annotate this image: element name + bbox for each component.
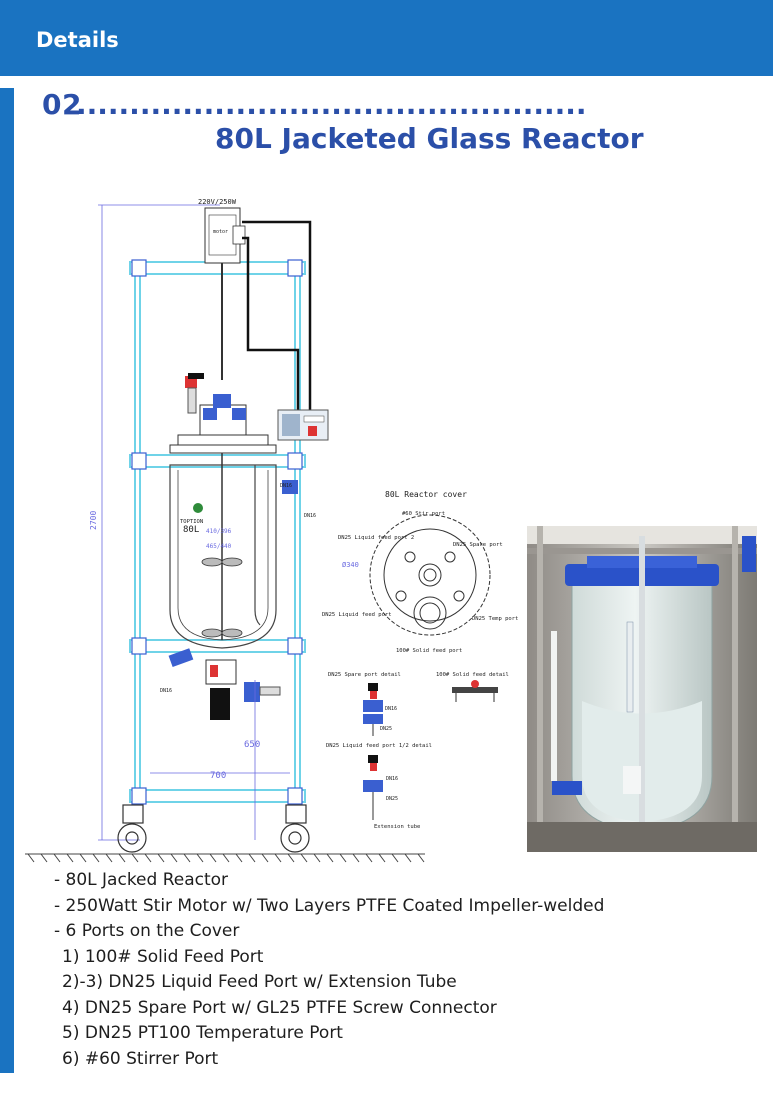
spec-item: 1) 100# Solid Feed Port (62, 946, 264, 967)
reactor-cover (169, 373, 277, 454)
hatch-mark (404, 853, 412, 863)
liquid-detail-dn16: DN16 (386, 776, 398, 782)
support-frame (129, 261, 306, 803)
liquid-port-2-label: DN25 Liquid feed port 2 (338, 535, 414, 541)
spec-item: 6) #60 Stirrer Port (62, 1048, 219, 1069)
base-height-label: 650 (244, 740, 260, 750)
spare-detail-title: DN25 Spare port detail (328, 672, 401, 678)
page-header: Details (0, 0, 773, 76)
capacity-label: 80L (183, 525, 199, 535)
diameter-label: Ø340 (342, 561, 359, 569)
hatch-mark (183, 853, 191, 863)
hatch-mark (131, 853, 139, 863)
hatch-mark (66, 853, 74, 863)
motor-rating: 220V/250W (198, 198, 237, 206)
hatch-mark (40, 853, 48, 863)
hatch-mark (209, 853, 217, 863)
hatch-mark (118, 853, 126, 863)
hatch-mark (287, 853, 295, 863)
spare-detail-dn16: DN16 (385, 706, 397, 712)
hatch-mark (157, 853, 165, 863)
brand-label: TOPTION (180, 519, 203, 525)
hatch-mark (352, 853, 360, 863)
section-dots: ........................................… (76, 88, 586, 121)
hatch-mark (391, 853, 399, 863)
hatch-mark (235, 853, 243, 863)
dim-inner: 410/396 (206, 528, 232, 535)
hatch-mark (105, 853, 113, 863)
reactor-photo (527, 526, 757, 852)
spare-port-detail (363, 683, 383, 736)
section-number: 02 (42, 88, 82, 121)
spec-item: 5) DN25 PT100 Temperature Port (62, 1023, 343, 1043)
solid-detail-title: 100# Solid feed detail (436, 672, 509, 678)
extension-tube-label: Extension tube (374, 824, 420, 830)
hatch-mark (53, 853, 61, 863)
solid-port-label: 100# Solid feed port (396, 648, 462, 654)
hatch-mark (196, 853, 204, 863)
cover-title: 80L Reactor cover (385, 490, 467, 499)
hatch-mark (300, 853, 308, 863)
hatch-mark (274, 853, 282, 863)
motor-label: motor (213, 229, 228, 235)
hatch-mark (339, 853, 347, 863)
base-width-label: 700 (210, 771, 226, 781)
header-title: Details (36, 28, 119, 52)
casters (117, 804, 310, 853)
liquid-detail-title: DN25 Liquid feed port 1/2 detail (326, 743, 432, 749)
liquid-detail-dn25: DN25 (386, 796, 398, 802)
impellers (201, 557, 243, 638)
hatch-mark (261, 853, 269, 863)
hatch-mark (92, 853, 100, 863)
reactor-drawing: 2700 220V/250W motor (25, 198, 518, 863)
left-accent-bar (0, 88, 14, 1073)
spec-item: 4) DN25 Spare Port w/ GL25 PTFE Screw Co… (62, 997, 497, 1018)
hatch-mark (326, 853, 334, 863)
controller-cables (242, 220, 312, 412)
spec-list: - 80L Jacked Reactor - 250Watt Stir Moto… (54, 868, 604, 1072)
motor (204, 207, 246, 380)
hatch-mark (79, 853, 87, 863)
cover-plan (369, 514, 491, 636)
spare-port-label: DN25 Spare port (453, 542, 503, 548)
spec-item: 2)-3) DN25 Liquid Feed Port w/ Extension… (62, 972, 457, 992)
spare-detail-dn25: DN25 (380, 726, 392, 732)
spec-item: - 80L Jacked Reactor (54, 870, 229, 890)
temp-port-label: DN25 Temp port (472, 616, 518, 622)
dn16-label-c: DN16 (160, 688, 172, 694)
liquid-port-1-label: DN25 Liquid feed port (322, 612, 392, 618)
spec-item: - 250Watt Stir Motor w/ Two Layers PTFE … (54, 895, 605, 916)
hatch-mark (144, 853, 152, 863)
height-dimension (98, 204, 220, 841)
hatch-mark (27, 853, 35, 863)
section-title: 80L Jacketed Glass Reactor (215, 122, 644, 155)
bottom-valve (168, 648, 281, 720)
spec-item: - 6 Ports on the Cover (54, 921, 240, 941)
frame-clamps (131, 259, 303, 805)
reactor-vessel (169, 453, 298, 649)
hatch-mark (378, 853, 386, 863)
dn16-label-b: DN16 (304, 513, 316, 519)
controller-box (277, 409, 329, 441)
solid-feed-detail (452, 680, 498, 702)
hatch-mark (248, 853, 256, 863)
ground-line (25, 853, 425, 863)
brand-logo-icon (193, 503, 203, 513)
base-dimensions (150, 680, 290, 840)
hatch-mark (313, 853, 321, 863)
hatch-mark (170, 853, 178, 863)
stir-port-label: #60 Stir port (402, 511, 445, 517)
height-dim-label: 2700 (89, 511, 98, 530)
hatch-mark (222, 853, 230, 863)
liquid-port-detail (363, 755, 383, 820)
hatch-mark (417, 853, 425, 863)
dim-outer: 465/440 (206, 543, 232, 550)
dn16-label-a: DN16 (280, 483, 292, 489)
hatch-mark (365, 853, 373, 863)
